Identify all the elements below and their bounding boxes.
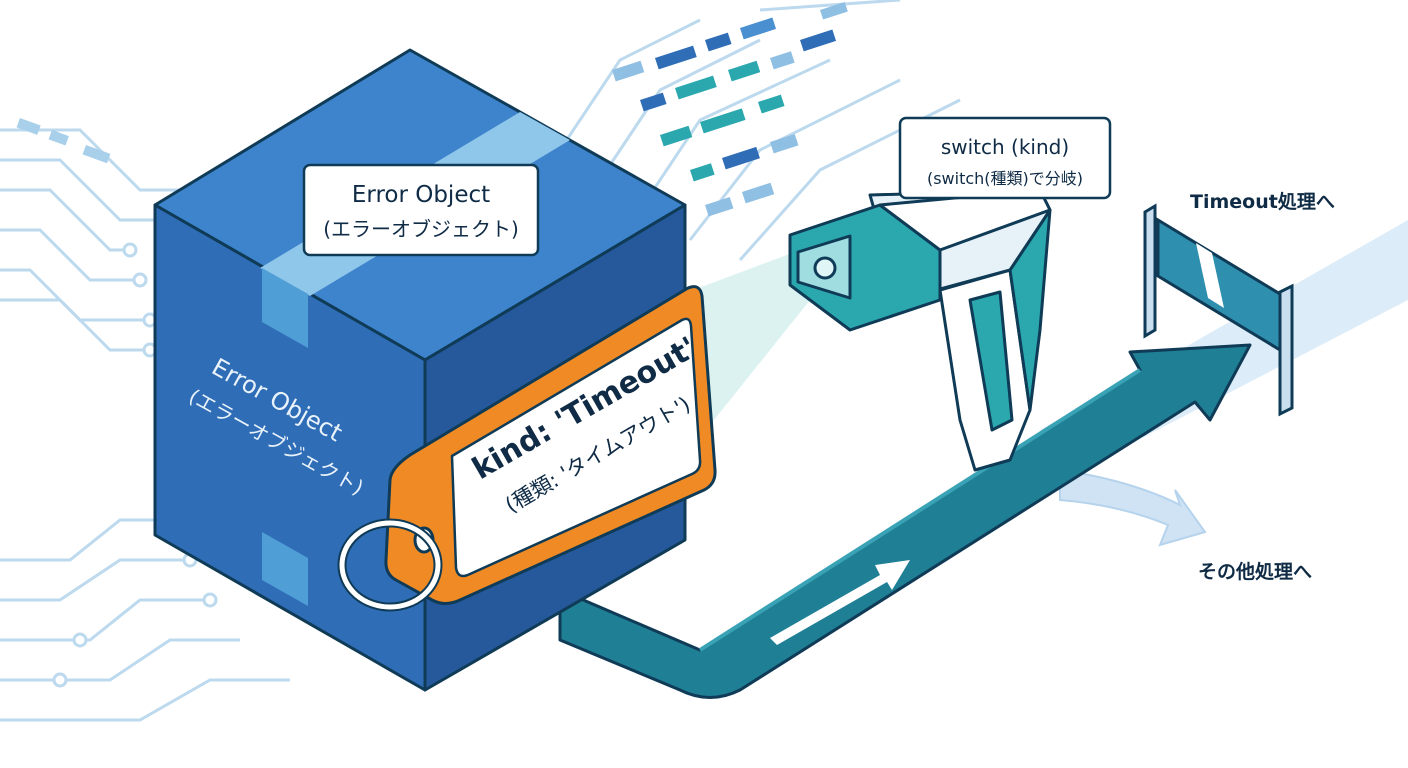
- timeout-gate: [1143, 203, 1294, 417]
- scanner-label-line2: (switch(種類)で分岐): [927, 169, 1083, 188]
- circuit-traces-left: [0, 128, 290, 722]
- box-tape-side-upper: [262, 268, 308, 348]
- direction-arrow-icon: [770, 560, 910, 645]
- scanner-label-line1: switch (kind): [941, 135, 1069, 159]
- timeout-route-label: Timeout処理へ: [1190, 190, 1335, 213]
- data-dashes-top: [612, 1, 848, 217]
- box-top-label: Error Object (エラーオブジェクト): [302, 163, 540, 257]
- kind-tag: [337, 285, 717, 612]
- other-route-arrow: [1059, 468, 1207, 547]
- box-tape-side-lower: [262, 532, 308, 606]
- conveyor-arrow: [558, 343, 1252, 699]
- box-top-label-line1: Error Object: [352, 182, 490, 208]
- scanner-label: switch (kind) (switch(種類)で分岐): [898, 116, 1112, 200]
- box-top-label-line2: (エラーオブジェクト): [323, 217, 519, 241]
- other-route-label: その他処理へ: [1198, 560, 1312, 583]
- scanner-device: [788, 188, 1052, 472]
- data-dashes-left: [16, 118, 111, 164]
